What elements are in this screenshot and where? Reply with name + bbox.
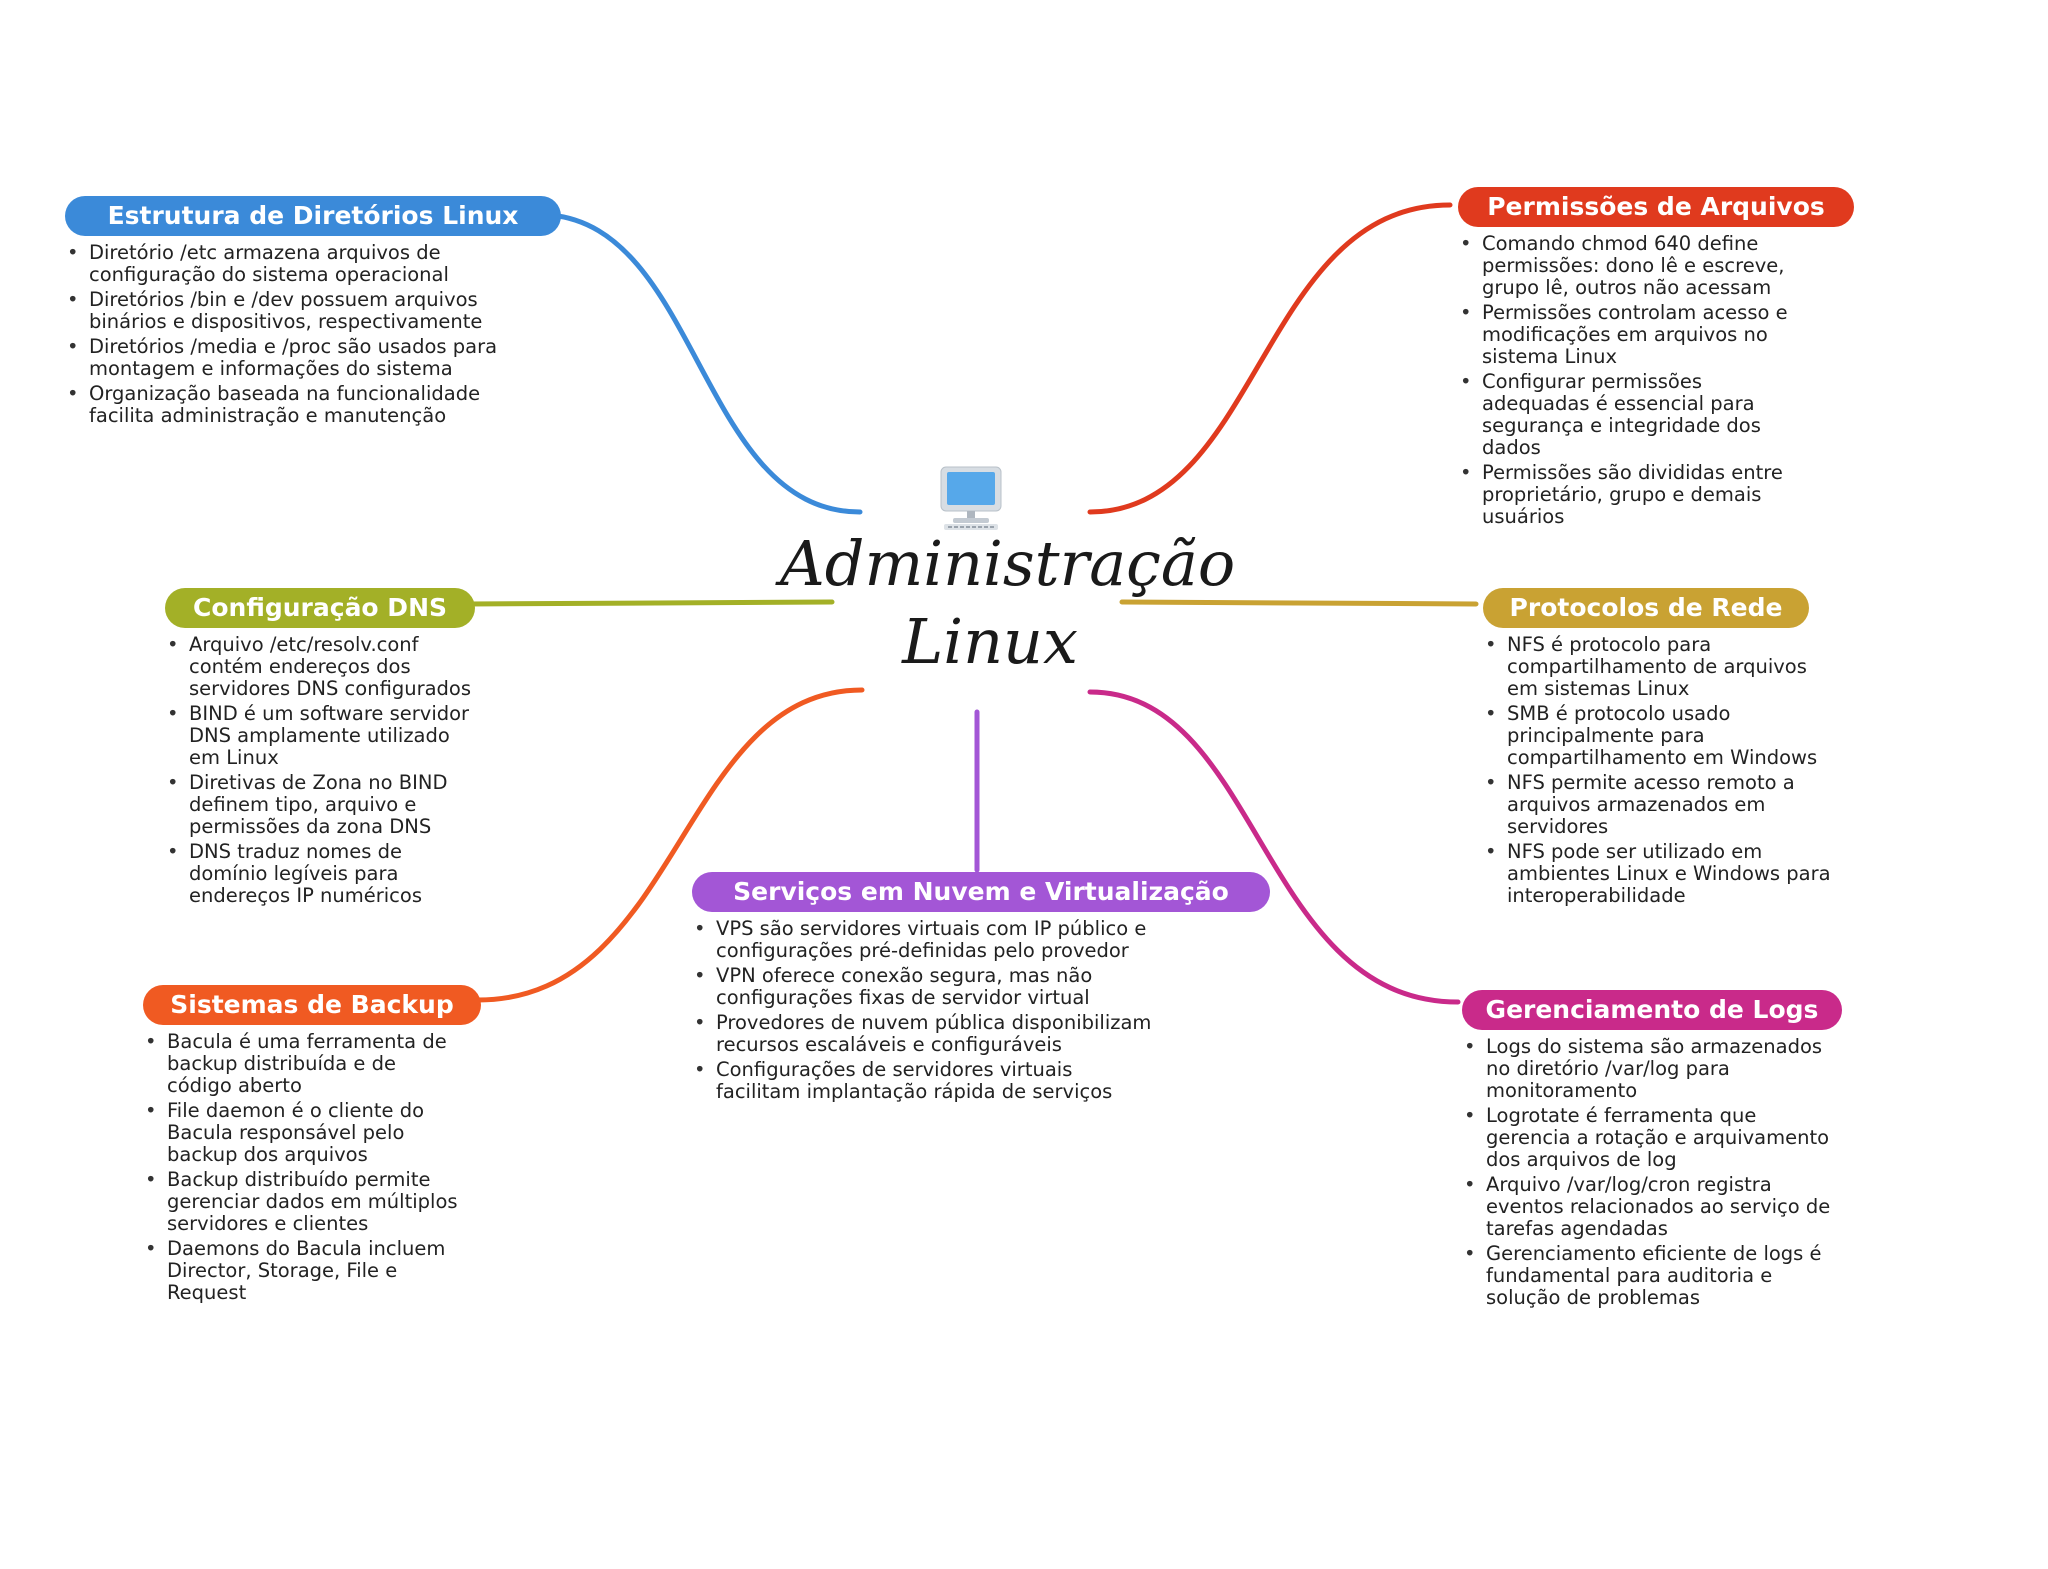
list-item: Provedores de nuvem pública disponibiliz… <box>692 1012 1162 1056</box>
branch-title-estrutura-diretorios: Estrutura de Diretórios Linux <box>65 196 561 236</box>
list-item: File daemon é o cliente do Bacula respon… <box>143 1100 463 1166</box>
connector-estrutura <box>547 212 863 515</box>
branch-title-gerenciamento-logs: Gerenciamento de Logs <box>1462 990 1842 1030</box>
branch-notes: Arquivo /etc/resolv.conf contém endereço… <box>165 634 485 907</box>
branch-title-configuracao-dns: Configuração DNS <box>165 588 475 628</box>
branch-notes: VPS são servidores virtuais com IP públi… <box>692 918 1162 1103</box>
list-item: VPN oferece conexão segura, mas não conf… <box>692 965 1162 1009</box>
list-item: VPS são servidores virtuais com IP públi… <box>692 918 1162 962</box>
list-item: BIND é um software servidor DNS amplamen… <box>165 703 485 769</box>
central-topic-line-2: Linux <box>902 605 1078 678</box>
branch-notes: Bacula é uma ferramenta de backup distri… <box>143 1031 463 1304</box>
list-item: Daemons do Bacula incluem Director, Stor… <box>143 1238 463 1304</box>
branch-title-protocolos-rede: Protocolos de Rede <box>1483 588 1809 628</box>
list-item: Diretórios /media e /proc são usados par… <box>65 336 535 380</box>
branch-estrutura-diretorios: Estrutura de Diretórios Linux Diretório … <box>65 196 565 430</box>
connector-logs <box>1087 689 1461 1005</box>
branch-notes: Logs do sistema são armazenados no diret… <box>1462 1036 1832 1309</box>
connector-permissoes <box>1087 202 1453 515</box>
branch-notes: Diretório /etc armazena arquivos de conf… <box>65 242 535 427</box>
list-item: Permissões controlam acesso e modificaçõ… <box>1458 302 1813 368</box>
list-item: Logrotate é ferramenta que gerencia a ro… <box>1462 1105 1832 1171</box>
central-topic-line-1: Administração <box>780 527 1236 600</box>
list-item: Logs do sistema são armazenados no diret… <box>1462 1036 1832 1102</box>
branch-permissoes-arquivos: Permissões de Arquivos Comando chmod 640… <box>1458 187 1858 531</box>
list-item: NFS é protocolo para compartilhamento de… <box>1483 634 1833 700</box>
list-item: Configurações de servidores virtuais fac… <box>692 1059 1162 1103</box>
branch-notes: Comando chmod 640 define permissões: don… <box>1458 233 1813 528</box>
branch-sistemas-backup: Sistemas de Backup Bacula é uma ferramen… <box>143 985 483 1307</box>
list-item: Bacula é uma ferramenta de backup distri… <box>143 1031 463 1097</box>
connector-backup <box>475 687 865 1003</box>
list-item: Organização baseada na funcionalidade fa… <box>65 383 535 427</box>
branch-gerenciamento-logs: Gerenciamento de Logs Logs do sistema sã… <box>1462 990 1852 1312</box>
connector-dns <box>465 599 835 607</box>
list-item: Comando chmod 640 define permissões: don… <box>1458 233 1813 299</box>
list-item: Arquivo /var/log/cron registra eventos r… <box>1462 1174 1832 1240</box>
branch-title-servicos-nuvem: Serviços em Nuvem e Virtualização <box>692 872 1270 912</box>
branch-title-sistemas-backup: Sistemas de Backup <box>143 985 481 1025</box>
list-item: SMB é protocolo usado principalmente par… <box>1483 703 1833 769</box>
list-item: Permissões são divididas entre proprietá… <box>1458 462 1813 528</box>
branch-configuracao-dns: Configuração DNS Arquivo /etc/resolv.con… <box>165 588 495 910</box>
list-item: Configurar permissões adequadas é essenc… <box>1458 371 1813 459</box>
branch-notes: NFS é protocolo para compartilhamento de… <box>1483 634 1833 907</box>
list-item: Gerenciamento eficiente de logs é fundam… <box>1462 1243 1832 1309</box>
list-item: Arquivo /etc/resolv.conf contém endereço… <box>165 634 485 700</box>
central-topic: Administração Linux <box>780 525 1236 681</box>
computer-icon <box>938 465 1004 531</box>
branch-protocolos-rede: Protocolos de Rede NFS é protocolo para … <box>1483 588 1843 910</box>
branch-servicos-nuvem: Serviços em Nuvem e Virtualização VPS sã… <box>692 872 1277 1106</box>
list-item: Diretivas de Zona no BIND definem tipo, … <box>165 772 485 838</box>
list-item: NFS pode ser utilizado em ambientes Linu… <box>1483 841 1833 907</box>
branch-title-permissoes-arquivos: Permissões de Arquivos <box>1458 187 1854 227</box>
list-item: NFS permite acesso remoto a arquivos arm… <box>1483 772 1833 838</box>
list-item: Backup distribuído permite gerenciar dad… <box>143 1169 463 1235</box>
list-item: Diretórios /bin e /dev possuem arquivos … <box>65 289 535 333</box>
list-item: DNS traduz nomes de domínio legíveis par… <box>165 841 485 907</box>
list-item: Diretório /etc armazena arquivos de conf… <box>65 242 535 286</box>
connector-protocolos <box>1119 599 1479 607</box>
